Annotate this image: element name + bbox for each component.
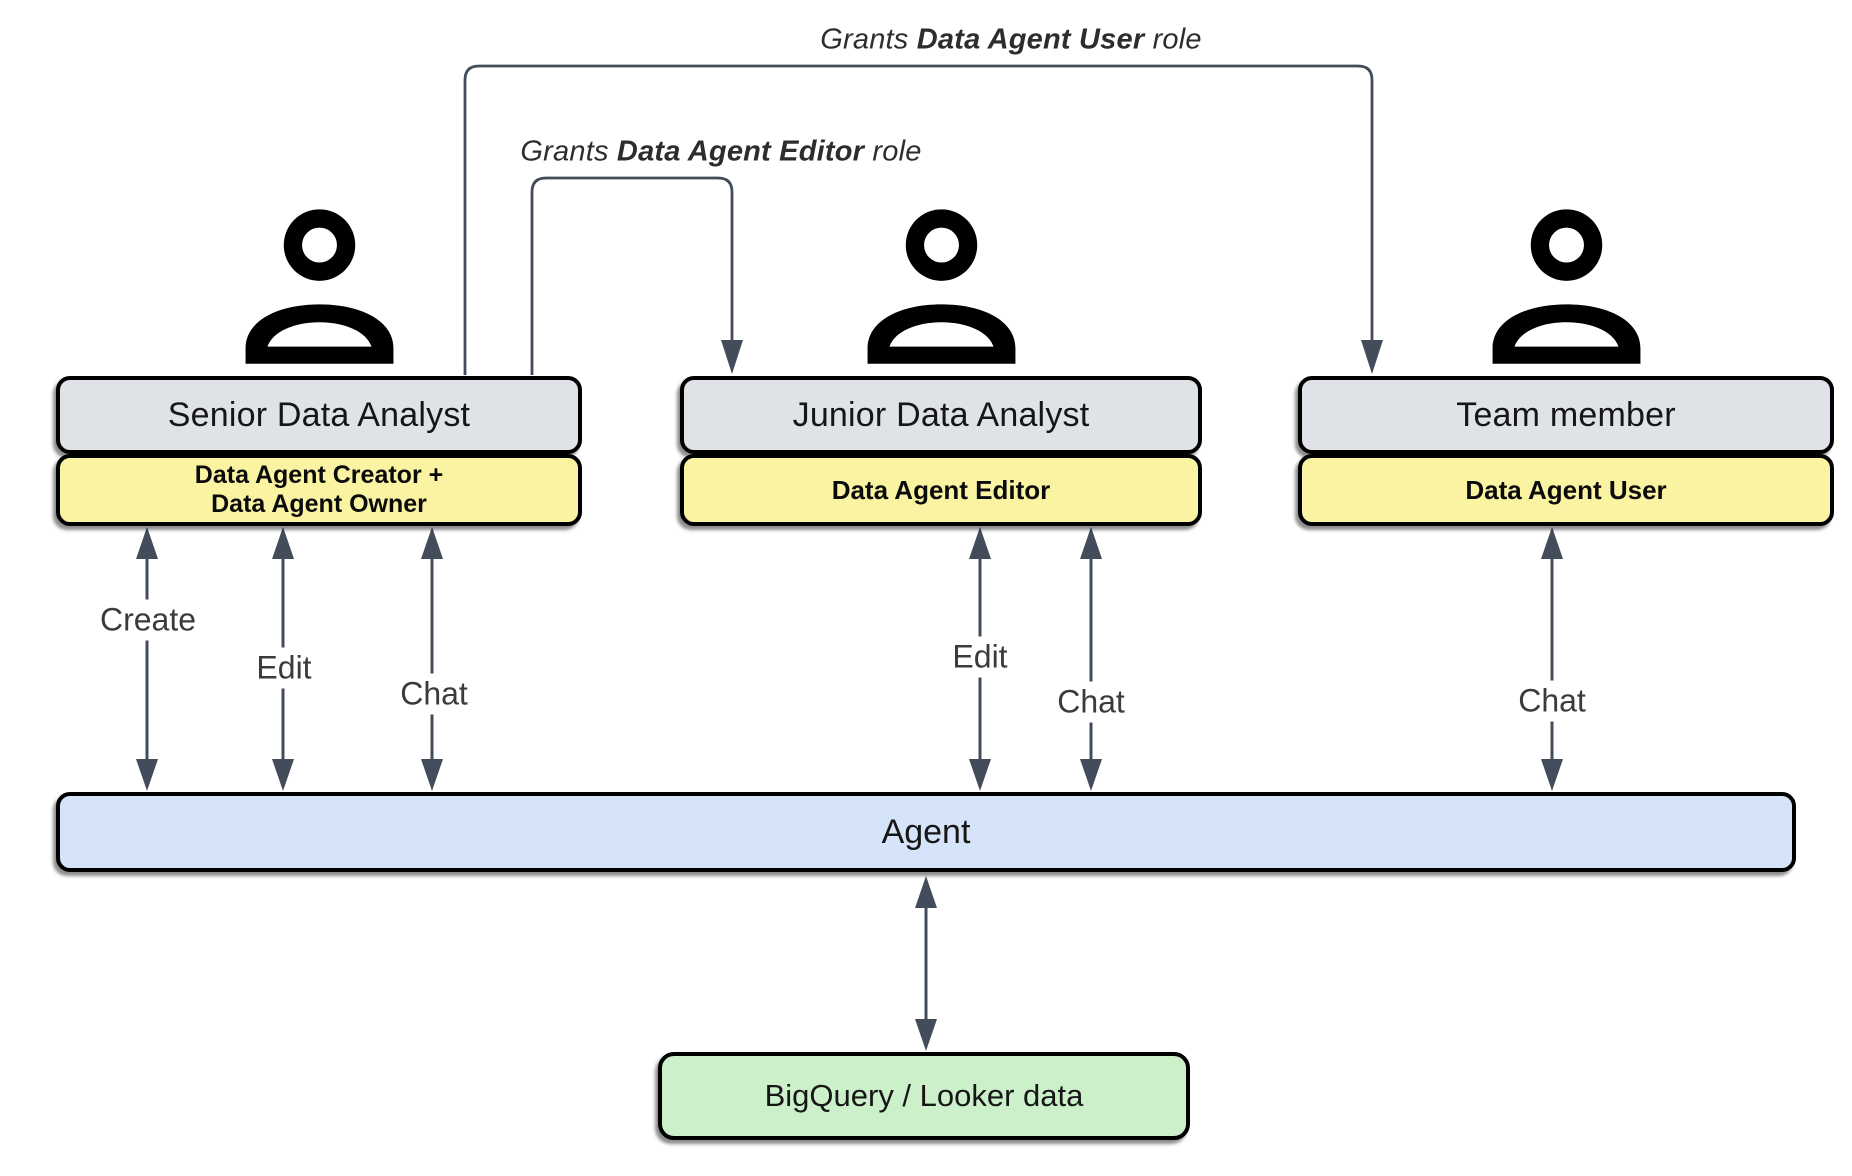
datastore-label: BigQuery / Looker data xyxy=(764,1078,1084,1113)
team-member-title-box: Team member xyxy=(1298,376,1834,454)
chat-arrow-team xyxy=(1541,527,1563,791)
agent-datastore-arrow xyxy=(915,876,937,1051)
junior-analyst-title-box: Junior Data Analyst xyxy=(680,376,1202,454)
role-line: Data Agent User xyxy=(1465,474,1667,505)
grant-editor-role-label: Grants Data Agent Editor role xyxy=(520,136,921,169)
edit-label-junior: Edit xyxy=(944,636,1016,678)
grant-label-prefix: Grants xyxy=(520,135,617,168)
grant-label-role: Data Agent User xyxy=(916,23,1145,56)
chat-arrow-senior xyxy=(421,527,443,791)
grant-label-prefix: Grants xyxy=(820,23,917,56)
actor-title: Junior Data Analyst xyxy=(792,395,1090,434)
agent-box: Agent xyxy=(56,792,1796,872)
grant-editor-connector xyxy=(530,176,743,375)
bigquery-looker-box: BigQuery / Looker data xyxy=(658,1052,1190,1140)
grant-label-suffix: role xyxy=(864,135,922,168)
chat-label-team: Chat xyxy=(1510,680,1594,722)
team-member-role-box: Data Agent User xyxy=(1298,454,1834,526)
create-label: Create xyxy=(91,599,205,641)
person-icon xyxy=(844,189,1039,384)
person-icon xyxy=(1469,189,1664,384)
grant-label-suffix: role xyxy=(1144,23,1202,56)
senior-analyst-role-box: Data Agent Creator + Data Agent Owner xyxy=(56,454,582,526)
actor-title: Team member xyxy=(1456,395,1676,434)
chat-arrow-junior xyxy=(1080,527,1102,791)
role-line: Data Agent Editor xyxy=(831,474,1051,505)
role-line: Data Agent Owner xyxy=(211,490,427,518)
grant-user-role-label: Grants Data Agent User role xyxy=(820,24,1201,57)
chat-label-junior: Chat xyxy=(1049,681,1133,723)
chat-label-senior: Chat xyxy=(392,673,476,715)
senior-analyst-title-box: Senior Data Analyst xyxy=(56,376,582,454)
grant-label-role: Data Agent Editor xyxy=(616,135,865,168)
edit-label-senior: Edit xyxy=(248,647,320,689)
person-icon xyxy=(222,189,417,384)
actor-title: Senior Data Analyst xyxy=(167,395,471,434)
grant-user-connector xyxy=(463,64,1383,375)
create-arrow xyxy=(136,527,158,791)
agent-label: Agent xyxy=(881,812,971,851)
junior-analyst-role-box: Data Agent Editor xyxy=(680,454,1202,526)
role-line: Data Agent Creator + xyxy=(194,460,444,489)
